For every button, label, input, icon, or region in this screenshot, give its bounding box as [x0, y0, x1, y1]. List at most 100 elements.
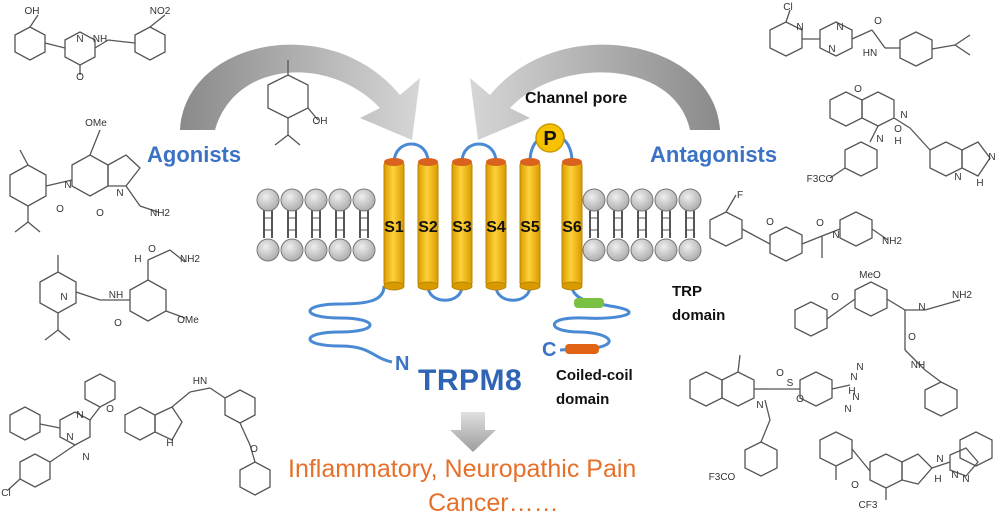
atom-label: S — [787, 378, 794, 389]
coiled-coil-label: Coiled-coil domain — [556, 364, 633, 412]
atom-label: H — [166, 438, 173, 449]
atom-label: O — [250, 444, 258, 455]
atom-label: N — [951, 470, 958, 481]
atom-label: NH — [911, 360, 925, 371]
atom-label: F3CO — [709, 472, 736, 483]
atom-label: O — [831, 292, 839, 303]
atom-label: H — [934, 474, 941, 485]
coiled-coil-line2: domain — [556, 391, 610, 408]
lipid-molecule — [280, 188, 304, 262]
atom-label: NH2 — [180, 254, 200, 265]
segment-label-s3: S3 — [452, 219, 472, 236]
antagonist-molecule-5 — [689, 354, 851, 477]
atom-label: O — [908, 332, 916, 343]
agonist-molecule-3 — [9, 129, 159, 233]
helix-s6 — [561, 158, 583, 291]
antagonist-structures — [689, 9, 993, 500]
atom-label: O — [816, 218, 824, 229]
atom-label: H — [848, 386, 855, 397]
lipid-bilayer — [256, 188, 702, 262]
atom-label: N — [988, 152, 995, 163]
atom-label: OH — [25, 6, 40, 17]
atom-label: HN — [863, 48, 877, 59]
lipid-molecule — [352, 188, 376, 262]
atom-label: NH — [109, 290, 123, 301]
lipid-molecule — [328, 188, 352, 262]
coiled-coil-line1: Coiled-coil — [556, 367, 633, 384]
atom-label: NH2 — [952, 290, 972, 301]
lipid-molecule — [630, 188, 654, 262]
lipid-molecule — [304, 188, 328, 262]
atom-label: N — [856, 362, 863, 373]
atom-label: N — [962, 474, 969, 485]
segment-label-s5: S5 — [520, 219, 540, 236]
lipid-molecule — [582, 188, 606, 262]
atom-label: N — [954, 172, 961, 183]
segment-label-s6: S6 — [562, 219, 582, 236]
atom-label: O — [854, 84, 862, 95]
antagonist-molecule-4 — [794, 281, 961, 417]
atom-label: O — [76, 72, 84, 83]
atom-label: N — [756, 400, 763, 411]
atom-label: H — [894, 136, 901, 147]
outcome-line-1: Inflammatory, Neuropathic Pain — [288, 455, 637, 483]
pore-marker-circle — [535, 123, 565, 153]
atom-label: HN — [193, 376, 207, 387]
segment-label-s1: S1 — [384, 219, 404, 236]
agonist-molecule-1 — [14, 14, 166, 75]
atom-label: N — [850, 372, 857, 383]
lipid-molecule — [606, 188, 630, 262]
intracellular-loops — [426, 285, 532, 302]
lipid-molecule — [256, 188, 280, 262]
atom-label: O — [114, 318, 122, 329]
atom-label: MeO — [859, 270, 881, 281]
coiled-coil-box — [565, 344, 599, 354]
agonist-molecule-4 — [39, 249, 186, 341]
atom-label: N — [116, 188, 123, 199]
atom-label: O — [796, 394, 804, 405]
atom-label: N — [876, 134, 883, 145]
trp-domain-line1: TRP — [672, 283, 702, 300]
atom-label: OH — [313, 116, 328, 127]
atom-label: N — [76, 34, 83, 45]
protein-title: TRPM8 — [418, 364, 523, 397]
trp-domain-box — [574, 298, 604, 308]
agonist-arrow — [180, 44, 420, 140]
transmembrane-helices — [383, 158, 583, 291]
trp-domain-line2: domain — [672, 307, 726, 324]
trp-domain-label: TRP domain — [672, 280, 725, 328]
atom-label: N — [76, 410, 83, 421]
atom-label: O — [766, 217, 774, 228]
channel-pore-label: Channel pore — [525, 90, 628, 107]
atom-label: H — [134, 254, 141, 265]
segment-label-s4: S4 — [486, 219, 506, 236]
agonist-structures — [7, 14, 319, 496]
outcome-line-2: Cancer…… — [428, 489, 559, 517]
atom-label: O — [776, 368, 784, 379]
atom-label: N — [936, 454, 943, 465]
antagonist-molecule-6 — [819, 431, 993, 500]
atom-label: O — [96, 208, 104, 219]
atom-label: N — [836, 22, 843, 33]
atom-label: H — [976, 178, 983, 189]
atom-label: NH2 — [882, 236, 902, 247]
atom-label: NH2 — [150, 208, 170, 219]
atom-label: F — [737, 190, 743, 201]
atom-label: N — [64, 180, 71, 191]
helix-s4 — [485, 158, 507, 291]
atom-label: Cl — [783, 2, 792, 13]
atom-label: O — [56, 204, 64, 215]
n-terminal-tail — [308, 285, 393, 364]
antagonist-molecule-1 — [769, 9, 971, 67]
agonist-molecule-2 — [267, 60, 319, 146]
atom-label: O — [106, 404, 114, 415]
agonist-molecule-6 — [124, 387, 271, 496]
atom-label: NO2 — [150, 6, 171, 17]
atom-label: OMe — [177, 315, 199, 326]
atom-label: N — [82, 452, 89, 463]
antagonists-label: Antagonists — [650, 142, 778, 167]
atom-label: Cl — [1, 488, 10, 499]
